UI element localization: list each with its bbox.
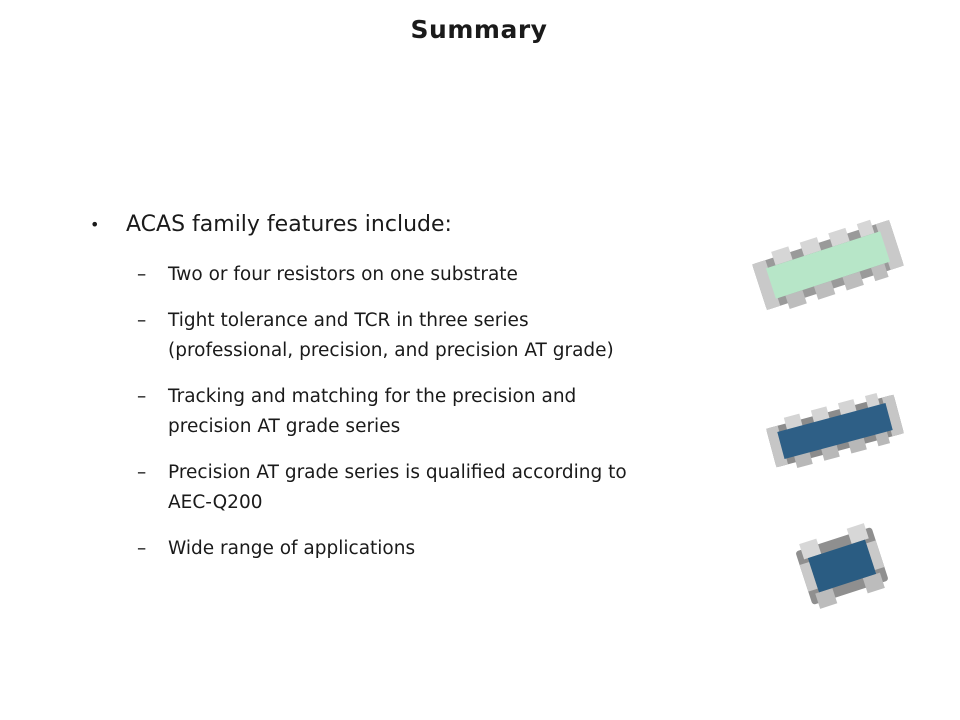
sub-bullet-4-line-1: Precision AT grade series is qualified a… [168,462,627,483]
sub-bullet-list: – Two or four resistors on one substrate… [90,260,690,564]
sub-bullet-1-line-1: Two or four resistors on one substrate [168,264,518,285]
dash-icon: – [137,310,147,331]
dash-icon: – [137,462,147,483]
slide-title: Summary [410,15,548,44]
sub-bullet-3: – Tracking and matching for the precisio… [90,382,690,442]
acas-blue-chip-4-image [766,392,904,469]
main-bullet-text: ACAS family features include: [126,212,452,237]
sub-bullet-4: – Precision AT grade series is qualified… [90,458,690,518]
dash-icon: – [137,538,147,559]
sub-bullet-2-line-1: Tight tolerance and TCR in three series [168,310,529,331]
sub-bullet-5-line-1: Wide range of applications [168,538,416,559]
main-bullet: • ACAS family features include: [90,210,690,240]
sub-bullet-2: – Tight tolerance and TCR in three serie… [90,306,690,366]
dash-icon: – [137,386,147,407]
sub-bullet-3-line-1: Tracking and matching for the precision … [168,386,577,407]
sub-bullet-2-line-2: (professional, precision, and precision … [168,340,614,361]
product-images [740,205,920,625]
dash-icon: – [137,264,147,285]
bullet-content: • ACAS family features include: – Two or… [90,210,690,580]
bullet-dot-icon: • [90,215,100,234]
sub-bullet-4-line-2: AEC-Q200 [168,492,263,513]
sub-bullet-3-line-2: precision AT grade series [168,416,401,437]
sub-bullet-5: – Wide range of applications [90,534,690,564]
sub-bullet-1: – Two or four resistors on one substrate [90,260,690,290]
acas-blue-chip-2-image [796,523,888,609]
acas-green-chip-image [752,219,904,311]
